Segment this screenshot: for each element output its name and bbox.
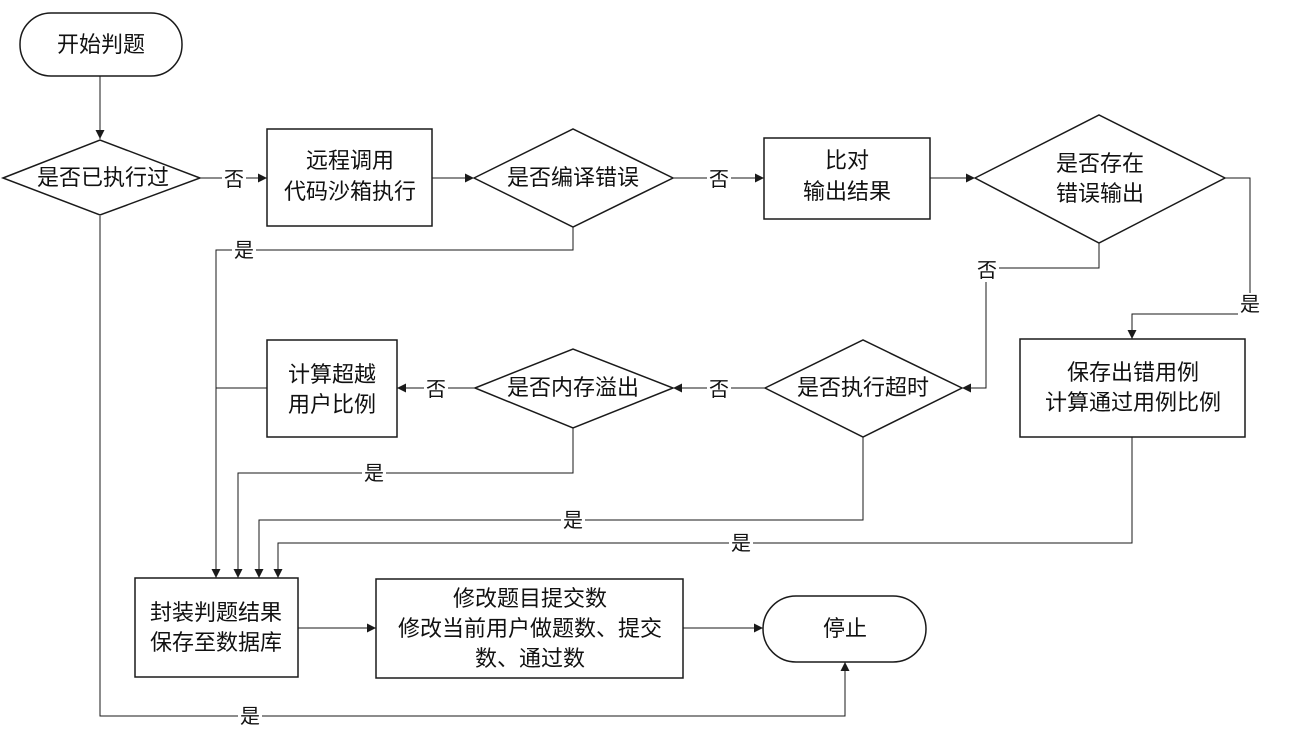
sandbox-process [266,128,433,227]
compare-process [763,137,931,220]
start-terminator [19,12,183,77]
executed-label: 是否已执行过 [37,166,169,191]
executed-no-label: 否 [224,167,244,191]
timeout-decision [763,339,964,438]
beat-label-line1: 计算超越 [288,363,376,388]
stop-label: 停止 [823,617,867,642]
edge-executed-yes [99,216,850,717]
beat-ratio-process [266,339,398,438]
sandbox-label-line1: 远程调用 [306,149,394,174]
wrong-output-decision [973,114,1227,244]
package-label-line1: 封装判题结果 [150,601,282,626]
edge-save-yes [273,437,1133,578]
memory-decision [472,348,676,429]
compile-no-label: 否 [709,167,729,191]
timeout-no-label: 否 [709,377,729,401]
save-yes-label: 是 [731,531,751,555]
edge-timeout-yes [254,437,864,578]
executed-yes-label: 是 [240,704,260,728]
save-wrong-label-line1: 保存出错用例 [1067,361,1199,386]
compile-decision [472,128,675,228]
update-process [375,578,684,679]
compile-label: 是否编译错误 [507,166,639,191]
update-label-line3: 数、通过数 [475,647,585,672]
beat-label-line2: 用户比例 [288,393,376,418]
wrong-label-line2: 错误输出 [1056,182,1144,207]
compare-label-line1: 比对 [825,149,869,174]
timeout-label: 是否执行超时 [797,376,929,401]
edge-compile-yes [211,227,574,578]
wrong-label-line1: 是否存在 [1056,152,1144,177]
executed-decision [0,139,203,216]
compare-label-line2: 输出结果 [803,180,891,205]
stop-terminator [762,595,927,663]
edge-memory-yes [233,428,574,578]
save-wrong-label-line2: 计算通过用例比例 [1045,391,1221,416]
memory-label: 是否内存溢出 [507,376,639,401]
update-label-line2: 修改当前用户做题数、提交 [398,617,662,642]
update-label-line1: 修改题目提交数 [453,587,607,612]
memory-yes-label: 是 [364,461,384,485]
package-label-line2: 保存至数据库 [150,631,282,656]
compile-yes-label: 是 [234,238,254,262]
memory-no-label: 否 [426,377,446,401]
start-label: 开始判题 [57,33,145,58]
wrong-no-label: 否 [977,258,997,282]
sandbox-label-line2: 代码沙箱执行 [284,180,416,205]
timeout-yes-label: 是 [563,508,583,532]
wrong-yes-label: 是 [1240,292,1260,316]
save-wrong-process [1019,338,1246,438]
package-process [134,577,299,678]
